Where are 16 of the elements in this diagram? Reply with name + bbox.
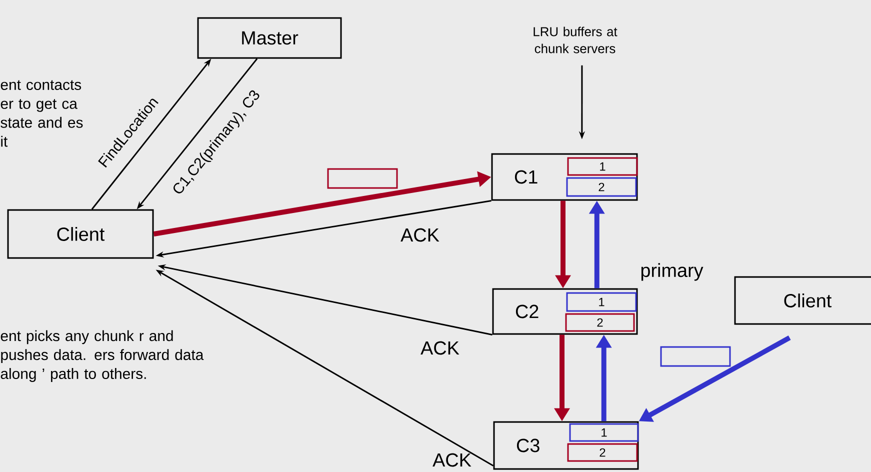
note-text: ent contacts er to get ca state and es it	[0, 80, 83, 147]
buffer-slot: 1	[567, 157, 638, 176]
edge-label: ACK	[420, 341, 460, 355]
buffer-slot: 2	[567, 443, 638, 462]
edge-label: ACK	[400, 228, 440, 242]
process-box: Master	[197, 17, 342, 59]
annotation-text: LRU buffers at chunk servers	[534, 26, 618, 54]
note-text: ent picks any chunk r and pushes data. ers forward data along ’ path to others.	[0, 330, 204, 382]
buffer-slot: 1	[569, 423, 639, 442]
buffer-slot: 1	[566, 292, 637, 312]
process-box: Client	[734, 276, 871, 325]
buffer-slot: 2	[565, 313, 635, 332]
buffer-slot: 2	[566, 177, 637, 197]
side-label: primary	[641, 263, 704, 281]
edge-label: ACK	[432, 453, 472, 467]
process-box: Client	[7, 209, 154, 259]
